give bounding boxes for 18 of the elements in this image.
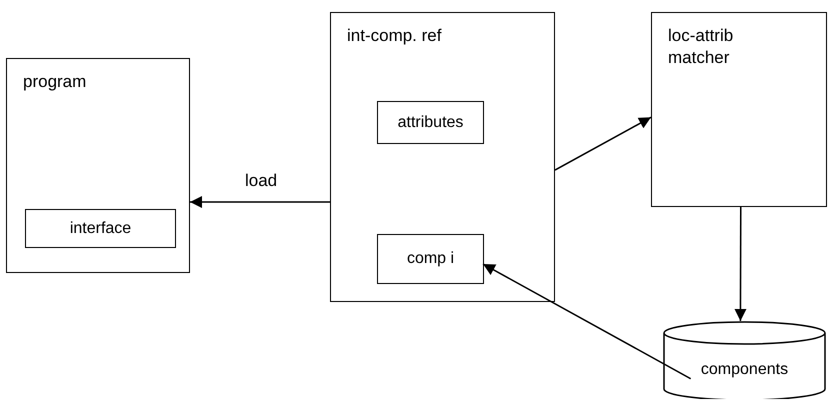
inner-box xyxy=(377,234,484,284)
node-label: loc-attrib matcher xyxy=(668,25,734,69)
node-label: interface xyxy=(70,218,132,238)
inner-box xyxy=(25,209,176,248)
node-label: attributes xyxy=(398,112,464,132)
arrow xyxy=(190,196,330,208)
node-label: program xyxy=(23,71,88,93)
arrow xyxy=(554,116,652,171)
node-label: comp i xyxy=(406,249,454,269)
arrow xyxy=(482,263,692,380)
component-box xyxy=(330,12,555,302)
component-box xyxy=(651,12,827,207)
inner-box xyxy=(377,101,484,144)
arrow xyxy=(734,207,746,321)
node-label: components xyxy=(700,360,790,380)
component-box xyxy=(6,58,190,273)
database-cylinder xyxy=(663,321,826,399)
node-label: int-comp. ref xyxy=(347,25,442,47)
